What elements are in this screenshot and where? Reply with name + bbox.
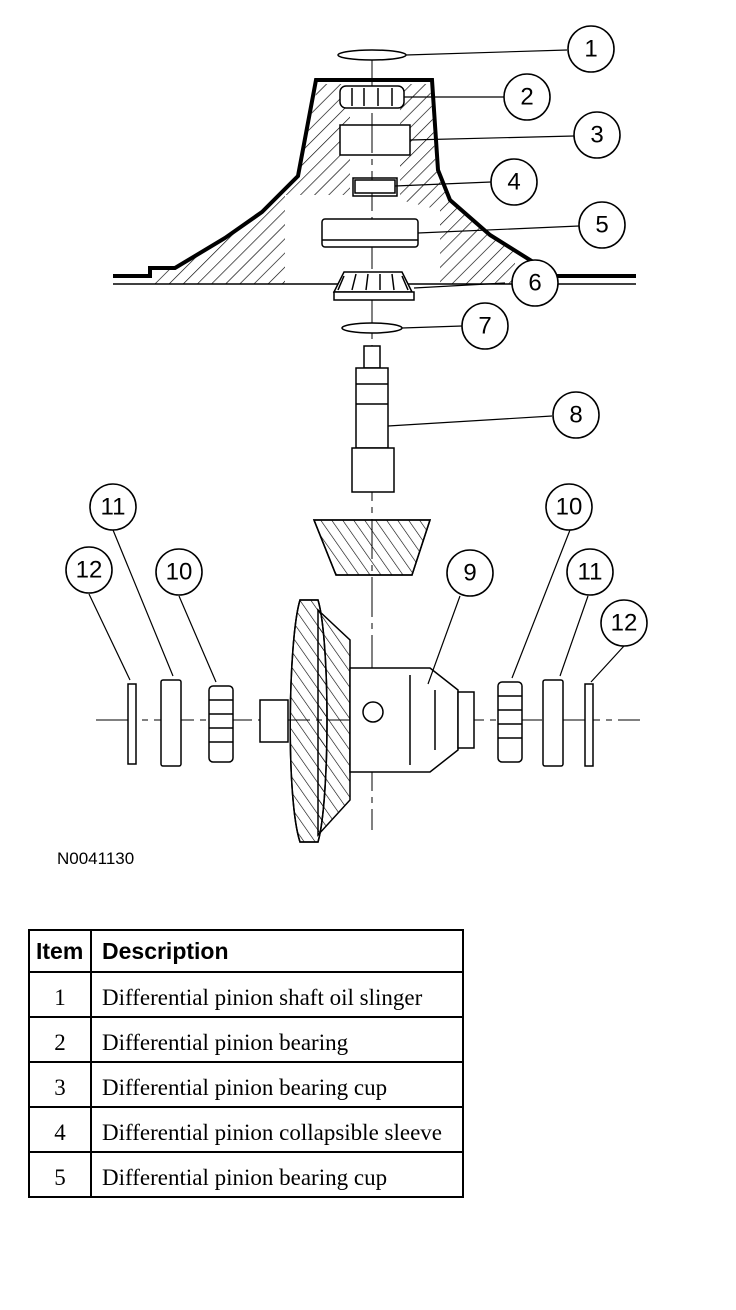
svg-text:9: 9 — [463, 560, 476, 587]
left-side-bearing-stack — [127, 679, 234, 767]
svg-text:12: 12 — [611, 610, 638, 637]
table-row: 1 Differential pinion shaft oil slinger — [28, 971, 464, 1018]
item-description: Differential pinion bearing cup — [90, 1151, 464, 1198]
table-row: 3 Differential pinion bearing cup — [28, 1061, 464, 1108]
callout-7: 7 — [461, 302, 509, 350]
collapsible-sleeve-part — [354, 179, 396, 194]
callout-6: 6 — [511, 259, 559, 307]
description-column-header: Description — [90, 929, 464, 973]
shim-part — [341, 322, 403, 334]
leader-lines — [88, 49, 625, 685]
pinion-parts-stack — [312, 49, 432, 576]
svg-text:3: 3 — [590, 122, 603, 149]
figure-id-code: N0041130 — [57, 849, 135, 868]
drive-pinion-part — [312, 345, 432, 576]
svg-text:12: 12 — [76, 557, 103, 584]
bearing-cup-part — [321, 218, 419, 248]
item-number: 2 — [28, 1016, 92, 1063]
axle-housing-section — [113, 78, 636, 285]
left-shim-part — [127, 683, 137, 765]
svg-text:10: 10 — [556, 494, 583, 521]
table-header-row: Item Description — [28, 929, 464, 973]
item-number: 4 — [28, 1106, 92, 1153]
callout-12-left: 12 — [65, 546, 113, 594]
table-row: 4 Differential pinion collapsible sleeve — [28, 1106, 464, 1153]
callout-11-right: 11 — [566, 548, 614, 596]
callout-3: 3 — [573, 111, 621, 159]
item-description: Differential pinion shaft oil slinger — [90, 971, 464, 1018]
svg-text:4: 4 — [507, 169, 520, 196]
svg-text:11: 11 — [578, 559, 603, 586]
differential-case-assembly — [259, 599, 475, 843]
item-description: Differential pinion bearing — [90, 1016, 464, 1063]
callout-4: 4 — [490, 158, 538, 206]
item-number: 1 — [28, 971, 92, 1018]
item-column-header: Item — [28, 929, 92, 973]
callout-2: 2 — [503, 73, 551, 121]
callouts: 1 2 3 4 5 6 7 8 9 10 10 11 11 12 12 — [65, 25, 648, 647]
callout-12-right: 12 — [600, 599, 648, 647]
callout-1: 1 — [567, 25, 615, 73]
svg-text:7: 7 — [478, 313, 491, 340]
oil-slinger-part — [337, 49, 407, 61]
svg-text:5: 5 — [595, 212, 608, 239]
svg-text:11: 11 — [101, 494, 126, 521]
callout-9: 9 — [446, 549, 494, 597]
pinion-bearing-part — [339, 85, 405, 109]
item-description: Differential pinion bearing cup — [90, 1061, 464, 1108]
inner-pinion-bearing-part — [332, 271, 415, 301]
item-description: Differential pinion collapsible sleeve — [90, 1106, 464, 1153]
svg-text:6: 6 — [528, 270, 541, 297]
item-number: 5 — [28, 1151, 92, 1198]
left-bearing-cup-part — [160, 679, 182, 767]
parts-table: Item Description 1 Differential pinion s… — [28, 929, 464, 1198]
left-side-bearing-part — [208, 685, 234, 763]
svg-text:1: 1 — [584, 36, 597, 63]
callout-11-left: 11 — [89, 483, 137, 531]
callout-5: 5 — [578, 201, 626, 249]
right-side-bearing-part — [497, 681, 523, 763]
svg-text:8: 8 — [569, 402, 582, 429]
svg-text:2: 2 — [520, 84, 533, 111]
right-shim-part — [584, 683, 594, 767]
table-row: 5 Differential pinion bearing cup — [28, 1151, 464, 1198]
exploded-differential-diagram: 1 2 3 4 5 6 7 8 9 10 10 11 11 12 12 — [65, 25, 648, 843]
right-side-bearing-stack — [497, 679, 594, 767]
callout-10-right: 10 — [545, 483, 593, 531]
table-row: 2 Differential pinion bearing — [28, 1016, 464, 1063]
item-number: 3 — [28, 1061, 92, 1108]
callout-8: 8 — [552, 391, 600, 439]
svg-text:10: 10 — [166, 559, 193, 586]
right-bearing-cup-part — [542, 679, 564, 767]
callout-10-left: 10 — [155, 548, 203, 596]
